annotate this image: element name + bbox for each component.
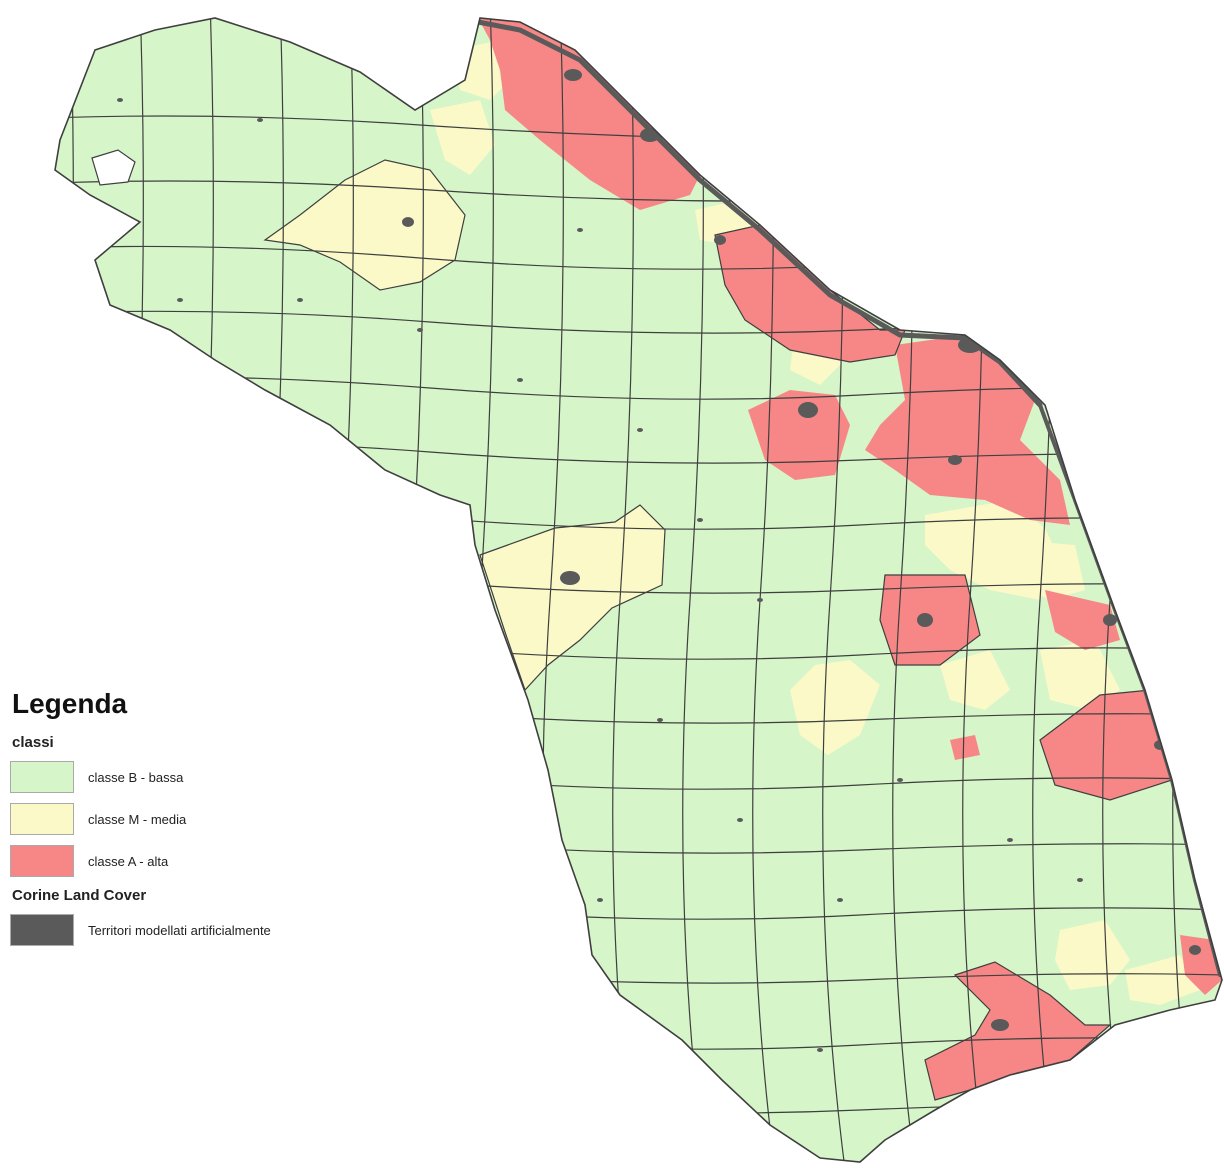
legend-swatch-classe-m (10, 803, 74, 835)
legend-label-classe-b: classe B - bassa (88, 769, 184, 785)
legend-item-classe-b: classe B - bassa (10, 761, 340, 793)
legend-classes-header: classi (12, 734, 54, 751)
legend-clc-header: Corine Land Cover (12, 887, 147, 904)
legend-swatch-artificial (10, 914, 74, 946)
legend-item-classe-m: classe M - media (10, 803, 340, 835)
legend-item-classe-a: classe A - alta (10, 845, 340, 877)
legend-label-classe-m: classe M - media (88, 811, 187, 827)
region-outline (54, 17, 1223, 1163)
legend-label-classe-a: classe A - alta (88, 853, 169, 869)
legend-swatch-classe-b (10, 761, 74, 793)
legend-label-artificial: Territori modellati artificialmente (88, 922, 271, 938)
legend-item-artificial: Territori modellati artificialmente (10, 914, 340, 946)
enclave-hole (91, 149, 136, 186)
legend: Legenda classi classe B - bassa classe M… (10, 688, 340, 956)
legend-title: Legenda (12, 688, 128, 719)
legend-swatch-classe-a (10, 845, 74, 877)
